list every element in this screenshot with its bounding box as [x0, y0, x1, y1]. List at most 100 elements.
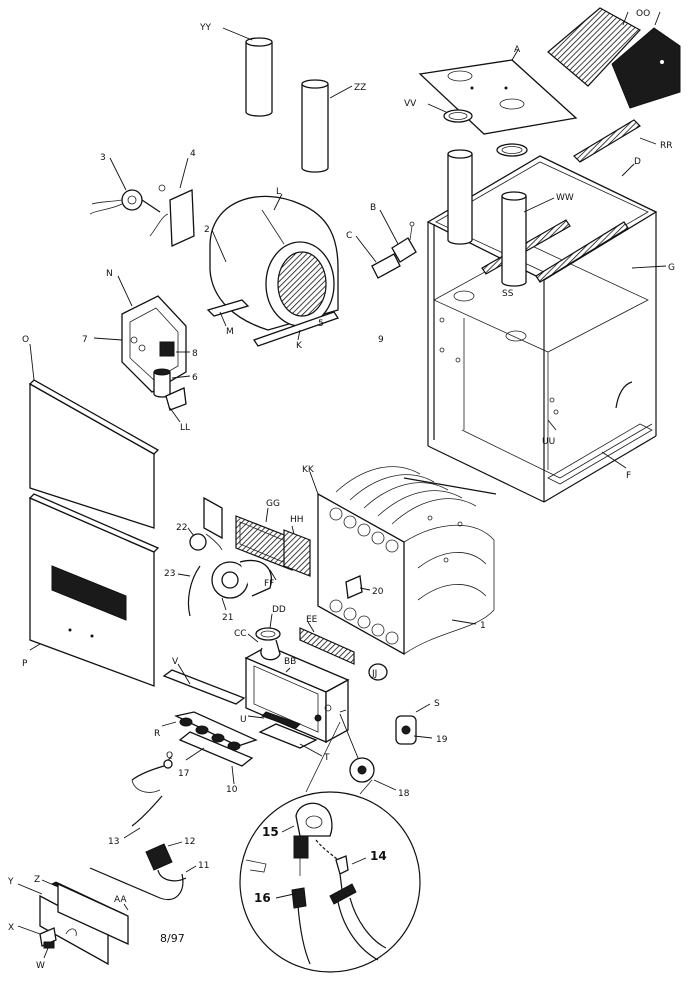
label-1: 1	[480, 621, 486, 631]
motor-mount-4	[149, 157, 195, 247]
sensor-20	[345, 575, 371, 599]
label-16: 16	[254, 891, 271, 905]
label-s: S	[434, 699, 440, 709]
label-jj: JJ	[371, 669, 377, 679]
label-9: 9	[378, 335, 384, 345]
control-box-n	[93, 275, 190, 393]
label-r: R	[154, 729, 160, 739]
label-ww: WW	[556, 193, 574, 203]
label-hh: HH	[290, 515, 304, 525]
label-z: Z	[34, 875, 40, 885]
callout-labels: OO YY ZZ A VV RR 3 4 L 2 D WW B C SS G N…	[7, 9, 675, 971]
label-8: 8	[192, 349, 198, 359]
bracket-b	[379, 209, 417, 263]
label-y: Y	[7, 877, 14, 887]
label-l: L	[276, 187, 281, 197]
bracket-t	[258, 723, 323, 757]
burner-box-bb	[244, 613, 355, 744]
label-g: G	[668, 263, 675, 273]
blower-housing-l	[209, 193, 339, 331]
bracket-c	[355, 235, 401, 279]
label-b: B	[370, 203, 376, 213]
heat-exchanger	[309, 466, 497, 656]
label-23: 23	[164, 569, 175, 579]
label-c: C	[346, 231, 352, 241]
label-q: Q	[166, 751, 173, 761]
flue-pipe-yy	[222, 27, 273, 117]
label-2: 2	[204, 225, 210, 235]
part-w	[43, 941, 55, 959]
flue-pipe-zz	[301, 79, 353, 173]
label-ff: FF	[264, 579, 274, 589]
label-yy: YY	[199, 23, 211, 33]
label-13: 13	[108, 837, 119, 847]
label-k: K	[296, 341, 303, 351]
inducer-motor-21	[211, 559, 277, 611]
label-gg: GG	[266, 499, 280, 509]
label-ee: EE	[306, 615, 318, 625]
label-17: 17	[178, 769, 189, 779]
label-w: W	[36, 961, 45, 971]
label-10: 10	[226, 785, 238, 795]
label-12: 12	[184, 837, 195, 847]
label-uu: UU	[542, 437, 555, 447]
label-rr: RR	[660, 141, 673, 151]
door-panel-o	[28, 343, 160, 529]
gas-valve-12	[145, 841, 187, 882]
label-a: A	[514, 45, 521, 55]
label-ll: LL	[180, 423, 190, 433]
label-11: 11	[198, 861, 209, 871]
label-7: 7	[82, 335, 88, 345]
pilot-detail-circle	[239, 721, 421, 973]
gas-tube-11	[89, 865, 197, 901]
date-code: 8/97	[160, 932, 185, 945]
label-p: P	[22, 659, 28, 669]
label-zz: ZZ	[354, 83, 366, 93]
door-panel-p	[28, 493, 160, 687]
part-jj	[368, 663, 388, 681]
blower-rail-m	[206, 299, 250, 327]
label-14: 14	[370, 849, 387, 863]
label-22: 22	[176, 523, 187, 533]
label-15: 15	[262, 825, 279, 839]
hose-23	[177, 565, 201, 617]
top-plate-a	[418, 49, 578, 157]
label-cc: CC	[234, 629, 247, 639]
label-n: N	[106, 269, 113, 279]
label-3: 3	[100, 153, 106, 163]
part-18	[339, 713, 397, 791]
inner-pipe-ww	[501, 191, 555, 287]
label-v: V	[172, 657, 179, 667]
label-aa: AA	[114, 895, 127, 905]
blower-rail-k	[252, 311, 340, 347]
label-d: D	[634, 157, 641, 167]
label-kk: KK	[302, 465, 315, 475]
label-m: M	[226, 327, 234, 337]
label-ss: SS	[502, 289, 514, 299]
label-bb: BB	[284, 657, 296, 667]
capacitor-6	[153, 368, 191, 423]
burners-17	[161, 711, 258, 785]
blower-motor-3	[89, 157, 161, 215]
manifold-v	[162, 663, 246, 705]
label-5: 5	[318, 319, 324, 329]
label-f: F	[626, 471, 631, 481]
flame-sensor-q	[131, 755, 173, 793]
label-x: X	[8, 923, 14, 933]
burner-cover-u	[247, 711, 301, 729]
label-21: 21	[222, 613, 233, 623]
label-19: 19	[436, 735, 448, 745]
label-20: 20	[372, 587, 384, 597]
label-vv: VV	[404, 99, 417, 109]
part-s-19	[395, 703, 433, 745]
gasket-hh	[283, 525, 311, 577]
label-u: U	[240, 715, 247, 725]
label-18: 18	[398, 789, 410, 799]
plate-aa	[57, 882, 129, 946]
label-6: 6	[192, 373, 198, 383]
rail-rr	[573, 119, 657, 163]
label-o: O	[22, 335, 29, 345]
label-dd: DD	[272, 605, 286, 615]
